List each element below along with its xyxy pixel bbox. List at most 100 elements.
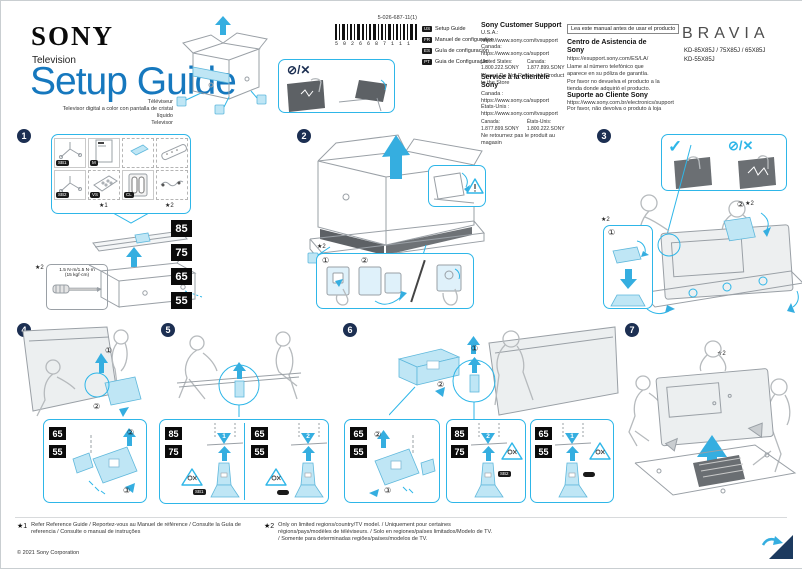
accessory-tag: M	[90, 160, 98, 166]
stand-marker-1: 1	[216, 433, 232, 445]
header-warning-box: ⊘/✕	[278, 59, 395, 113]
tilt-warning-inset	[428, 165, 486, 207]
page-title: Setup Guide	[30, 60, 237, 103]
substep-2-mark: ②	[737, 200, 745, 209]
support-pt-title: Suporte ao Cliente Sony	[567, 92, 648, 99]
footnote-ref-2: ★2	[601, 217, 610, 223]
substep-2-mark: ②	[93, 402, 101, 411]
support-line: Llame al número telefónico que aparece e…	[567, 63, 649, 77]
bravia-logo: BRAVIA	[682, 25, 770, 42]
size-badge-65: 65	[350, 427, 367, 440]
stand-insert-icon	[471, 423, 507, 498]
barcode	[335, 24, 417, 40]
unboxing-illustration	[176, 16, 268, 115]
model-line: KD-85X85J / 75X85J / 65X85J	[684, 48, 766, 54]
footer-divider	[15, 517, 787, 518]
substep-2-mark: ②	[374, 430, 382, 439]
model-numbers: KD-85X85J / 75X85J / 65X85J KD-55X85J	[684, 47, 765, 65]
accessory-cell-batteries	[122, 170, 154, 200]
insert-stand-illustration	[176, 331, 302, 417]
grip-frame-icon	[674, 156, 712, 189]
size-badge-55: 55	[171, 292, 192, 309]
support-pt-block: Suporte ao Cliente Sony https://www.sony…	[567, 92, 674, 114]
unscrew-clip-icon	[436, 264, 462, 306]
press-screen-icon	[738, 155, 776, 189]
step-3-badge: 3	[597, 129, 611, 143]
substep-2-row: ② ★2	[737, 201, 754, 209]
pinch-warning-icon	[181, 468, 203, 486]
support-url: https://www.sony.com/tvsupport	[481, 111, 558, 118]
size-badge-75: 75	[171, 244, 192, 261]
support-en-block: Sony Customer Support U.S.A.: https://ww…	[481, 22, 567, 87]
accessory-cell-manual	[88, 138, 120, 168]
footnote-ref-2: ★2	[317, 244, 326, 250]
slash-mark: /	[738, 138, 743, 153]
support-note: Ne retournez pas le produit au magasin	[481, 133, 555, 147]
accessory-tag: SB2	[56, 192, 69, 198]
footnote-1-mark: ★1	[17, 523, 28, 530]
support-line: États-Unis :	[481, 103, 510, 110]
stand-leg-icon	[59, 142, 82, 159]
support-fr-block: Service à la clientèle Sony Canada : htt…	[481, 74, 567, 147]
footnote-1-text: Refer Reference Guide / Reportez-vous au…	[31, 522, 241, 536]
support-url: https://esupport.sony.com/ES/LA/	[567, 55, 649, 62]
support-es-title: Centro de Asistencia de Sony	[567, 39, 647, 55]
handle-fold-icon	[610, 240, 649, 307]
torque-note-box: 1.5 N·m/1.5 N·m (15 kgf·cm)	[46, 264, 108, 310]
support-en-title: Sony Customer Support	[481, 22, 562, 29]
product-type-label: Television	[32, 55, 76, 66]
small-part-icon	[130, 144, 149, 156]
size-badge-85: 85	[171, 220, 192, 237]
support-phones: United States:1.800.222.SONY Canada:1.87…	[481, 59, 567, 72]
clip-parts	[176, 90, 267, 115]
size-badge-65: 65	[535, 427, 552, 440]
support-line: Canada:	[481, 43, 502, 50]
accessory-cell-remote	[156, 138, 188, 168]
language-code-badge: PT	[422, 59, 432, 65]
title-subtitles: Téléviseur Televisor digital a color con…	[56, 99, 173, 128]
slide-clip-icon	[358, 266, 407, 305]
support-line: Canada :	[481, 90, 504, 97]
pinch-warning-icon	[265, 468, 287, 486]
handle-fold-inset: ①	[603, 225, 653, 309]
footnote-ref-2: ★2	[745, 201, 754, 207]
tv-falling-icon	[338, 79, 387, 112]
accessory-cell-stand1	[54, 138, 86, 168]
step-1-badge: 1	[17, 129, 31, 143]
ok-mark: ✓	[668, 137, 683, 156]
screwdriver-icon	[52, 284, 102, 294]
page-turn-icon	[761, 535, 793, 559]
size-badge-65: 65	[49, 427, 66, 440]
stand-bar-unbox-illustration	[88, 230, 203, 308]
size-badge-65: 65	[171, 268, 192, 285]
subtitle-line: Televisor digital a color con pantalla d…	[62, 106, 173, 120]
size-badge-85: 85	[165, 427, 182, 440]
footnote-ref-2: ★2	[35, 265, 44, 271]
support-note: Please Do Not Return the Product to the …	[481, 72, 565, 86]
language-label: Manuel de configuration	[435, 37, 494, 43]
grip-warning-inset: ✓ ⊘/✕	[661, 134, 787, 191]
footnote-ref-2: ★2	[165, 203, 174, 209]
prohibited-icon: ⊘	[287, 63, 298, 77]
footnote-ref-1: ★1	[99, 203, 108, 209]
support-fr-title: Service à la clientèle Sony	[481, 74, 550, 90]
copyright: © 2021 Sony Corporation	[17, 550, 80, 556]
slash-mark: /	[297, 63, 301, 77]
size-badge-55: 55	[535, 445, 552, 458]
phone-col: Canada:1.877.899.SONY	[526, 58, 565, 72]
step-6-badge: 6	[343, 323, 357, 337]
accessory-cell-part	[122, 138, 154, 168]
torque-value: 1.5 N·m/1.5 N·m	[59, 268, 95, 273]
phone-col: United States:1.800.222.SONY	[481, 58, 519, 72]
footnote-2-mark: ★2	[264, 523, 275, 530]
accessories-box	[51, 134, 191, 214]
size-badge-55: 55	[49, 445, 66, 458]
stand-leg-icon	[59, 176, 82, 193]
pinch-warning-icon	[501, 442, 523, 460]
subtitle-line: Televisor	[151, 120, 173, 127]
inset-divider	[244, 423, 245, 500]
barcode-digits: 5026687111	[335, 41, 416, 47]
accessory-tag: CL	[124, 192, 134, 198]
language-row: PT Guia de Configuração	[422, 58, 494, 66]
prohibited-icon: ⊘	[728, 138, 739, 153]
